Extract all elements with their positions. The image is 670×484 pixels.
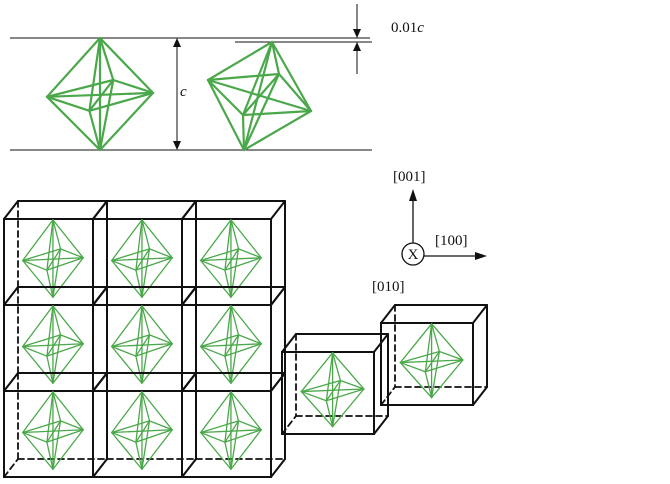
tilt-comparison-panel: c 0.01c bbox=[10, 4, 424, 152]
height-c-arrow bbox=[173, 38, 181, 150]
axis-001-label: [001] bbox=[393, 169, 426, 185]
lattice-cell bbox=[3, 372, 108, 478]
lattice-cell bbox=[92, 372, 197, 478]
lattice-cell bbox=[281, 333, 389, 435]
lattice-cell bbox=[92, 200, 197, 306]
crystal-axes: X [001] [100] [010] bbox=[372, 169, 487, 295]
lattice-cell bbox=[3, 200, 108, 306]
lattice-cell bbox=[3, 286, 108, 392]
axis-010-into-page-icon bbox=[401, 242, 425, 266]
lattice-cell bbox=[181, 200, 286, 306]
lattice-cell bbox=[380, 304, 488, 406]
tilted-octahedron bbox=[206, 40, 313, 152]
lattice-cell bbox=[181, 286, 286, 392]
axis-010-label: [010] bbox=[372, 279, 405, 295]
octahedra-lattice bbox=[3, 200, 488, 478]
upright-octahedron bbox=[45, 36, 155, 152]
axis-010-symbol: X bbox=[408, 247, 419, 263]
offset-label: 0.01c bbox=[391, 20, 424, 36]
lattice-cell bbox=[181, 372, 286, 478]
offset-arrows bbox=[353, 4, 361, 74]
lattice-cell bbox=[92, 286, 197, 392]
height-label: c bbox=[180, 84, 187, 100]
axis-100-label: [100] bbox=[435, 233, 468, 249]
